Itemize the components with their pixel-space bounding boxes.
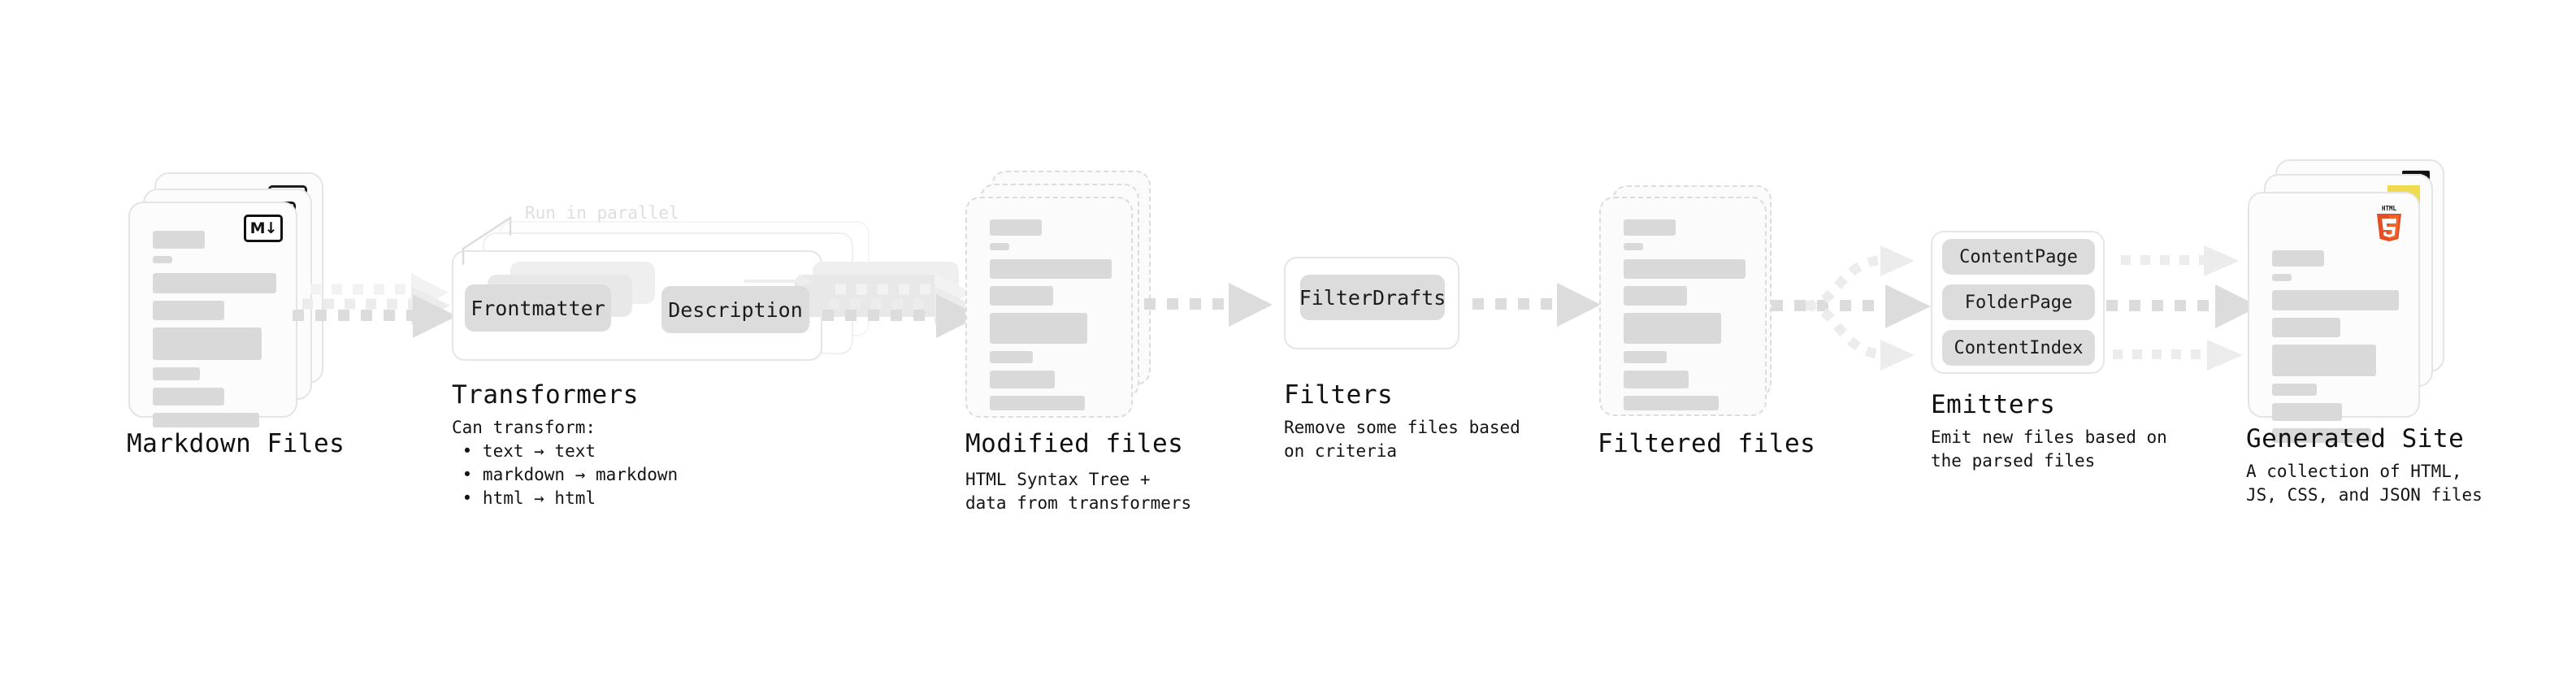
stage-subtitle-filters: Remove some files based on criteria xyxy=(1284,418,1520,461)
doc-placeholder-lines xyxy=(990,219,1112,418)
run-in-parallel-bracket xyxy=(462,215,512,265)
stage-title-modified-files: Modified files xyxy=(965,429,1184,458)
transformer-chip-frontmatter[interactable]: Frontmatter xyxy=(465,284,611,332)
connector-md-to-transformers xyxy=(293,273,457,338)
markdown-icon: M↓ xyxy=(244,215,283,242)
modified-card-front xyxy=(965,197,1133,418)
emitter-chip-contentindex[interactable]: ContentIndex xyxy=(1942,330,2095,366)
emitter-chip-label: ContentPage xyxy=(1959,246,2078,267)
stage-title-filtered-files: Filtered files xyxy=(1598,429,1816,458)
markdown-icon-label: M↓ xyxy=(249,219,278,237)
connector-emitters-to-site xyxy=(2106,245,2259,371)
stage-subtitle-emitters: Emit new files based on the parsed files xyxy=(1931,427,2167,471)
stage-subtitle-modified-files: HTML Syntax Tree + data from transformer… xyxy=(965,470,1192,513)
doc-placeholder-lines xyxy=(1624,219,1746,418)
emitter-chip-contentpage[interactable]: ContentPage xyxy=(1942,239,2095,275)
connector-modified-to-filters xyxy=(1144,283,1273,327)
stage-title-transformers: Transformers xyxy=(452,380,639,410)
markdown-card-front: M↓ xyxy=(128,202,297,427)
doc-placeholder-lines xyxy=(153,231,276,435)
connector-filters-to-filtered xyxy=(1472,283,1601,327)
filter-chip-filterdrafts[interactable]: FilterDrafts xyxy=(1299,275,1446,320)
emitter-chip-folderpage[interactable]: FolderPage xyxy=(1942,284,2095,320)
connector-filtered-to-emitters xyxy=(1772,245,1931,371)
svg-text:HTML: HTML xyxy=(2382,205,2397,212)
transformer-chip-label: Description xyxy=(668,297,803,322)
stage-subtitle-generated-site: A collection of HTML, JS, CSS, and JSON … xyxy=(2246,462,2483,505)
stage-title-emitters: Emitters xyxy=(1931,390,2056,419)
doc-placeholder-lines xyxy=(2272,250,2399,450)
transformer-chip-description[interactable]: Description xyxy=(661,286,809,333)
filter-chip-label: FilterDrafts xyxy=(1299,285,1446,310)
transformer-chip-label: Frontmatter xyxy=(471,296,605,320)
site-card-front-html: HTML xyxy=(2248,192,2420,443)
run-in-parallel-label: Run in parallel xyxy=(525,203,679,223)
emitter-chip-label: ContentIndex xyxy=(1954,337,2084,358)
html5-icon: HTML xyxy=(2373,203,2405,241)
emitter-chip-label: FolderPage xyxy=(1964,292,2073,313)
stage-title-generated-site: Generated Site xyxy=(2246,424,2465,453)
stage-title-filters: Filters xyxy=(1284,380,1394,410)
stage-subtitle-transformers: Can transform: • text → text • markdown … xyxy=(452,418,679,508)
stage-title-markdown-files: Markdown Files xyxy=(127,429,345,458)
connector-transformers-to-modified xyxy=(822,273,980,338)
filtered-card-front xyxy=(1599,197,1767,416)
